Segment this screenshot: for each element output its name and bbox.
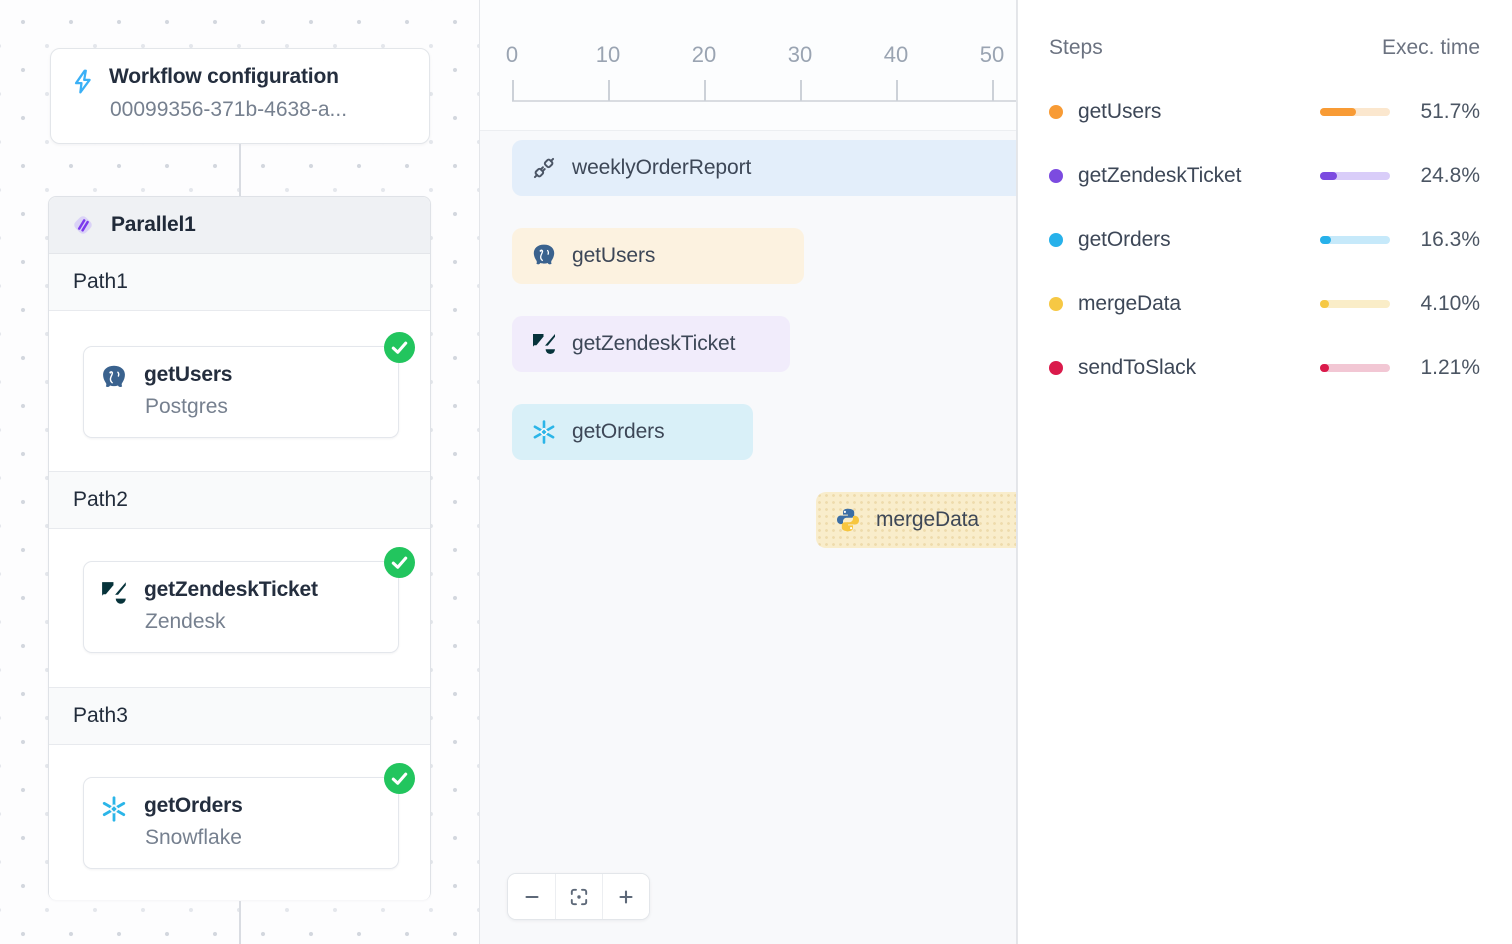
step-name: getZendeskTicket — [1078, 164, 1242, 187]
axis-tick-label: 20 — [691, 42, 717, 67]
legend-header: Steps Exec. time — [1018, 0, 1512, 60]
axis-tick — [896, 80, 898, 101]
lightning-icon — [74, 69, 91, 94]
step-name: mergeData — [1078, 292, 1181, 315]
step-name: getUsers — [1078, 100, 1162, 123]
bar-label: mergeData — [876, 508, 979, 531]
steps-header: Steps — [1049, 36, 1103, 59]
axis-tick-label: 10 — [595, 42, 621, 67]
fit-view-button[interactable] — [555, 874, 602, 919]
success-check-icon — [384, 547, 415, 578]
step-node-getzendeskticket[interactable]: getZendeskTicket Zendesk — [83, 547, 415, 653]
workflow-config-id: 00099356-371b-4638-a... — [110, 98, 348, 121]
timeline-bar-getzendeskticket[interactable]: getZendeskTicket — [512, 316, 790, 372]
exec-time-header: Exec. time — [1381, 36, 1480, 59]
axis-tick — [800, 80, 802, 101]
step-integration: Snowflake — [145, 826, 242, 849]
exec-time-bar — [1320, 172, 1390, 180]
exec-time-bar — [1320, 236, 1390, 244]
step-color-dot — [1049, 361, 1063, 375]
ruler-line — [512, 100, 1016, 102]
success-check-icon — [384, 763, 415, 794]
step-name: getZendeskTicket — [144, 578, 318, 601]
step-name: getUsers — [144, 363, 233, 386]
execution-timeline[interactable]: 0 10 20 30 40 50 weeklyOrderReport getUs… — [480, 0, 1017, 944]
parallel-node-header[interactable]: Parallel1 — [49, 197, 430, 254]
path2-header: Path2 — [49, 472, 430, 529]
flow-canvas[interactable]: Workflow configuration 00099356-371b-463… — [0, 0, 480, 944]
timeline-bar-getusers[interactable]: getUsers — [512, 228, 804, 284]
axis-tick-label: 30 — [787, 42, 813, 67]
timeline-bar-mergedata[interactable]: mergeData — [816, 492, 1016, 548]
timeline-zoom-controls — [507, 873, 650, 920]
exec-time-bar — [1320, 108, 1390, 116]
path1-body: getUsers Postgres — [49, 311, 430, 472]
axis-tick — [608, 80, 610, 101]
step-color-dot — [1049, 297, 1063, 311]
exec-time-pct: 24.8% — [1420, 164, 1480, 187]
axis-tick — [704, 80, 706, 101]
step-node-getorders[interactable]: getOrders Snowflake — [83, 763, 415, 869]
connector-line — [239, 144, 241, 196]
plug-icon — [531, 155, 557, 181]
axis-tick-label: 40 — [883, 42, 909, 67]
parallel-branches-icon — [71, 213, 95, 237]
axis-tick-label: 0 — [505, 42, 519, 67]
steps-legend-panel: Steps Exec. time getUsers 51.7% getZende… — [1017, 0, 1512, 944]
zendesk-icon — [533, 334, 555, 354]
legend-rows: getUsers 51.7% getZendeskTicket 24.8% ge… — [1018, 80, 1512, 400]
step-name: getOrders — [1078, 228, 1171, 251]
bar-label: getZendeskTicket — [572, 332, 736, 355]
bar-label: weeklyOrderReport — [572, 156, 752, 179]
parallel-node-label: Parallel1 — [111, 213, 196, 236]
fit-view-icon — [570, 888, 588, 905]
postgres-icon — [102, 365, 126, 388]
path3-header: Path3 — [49, 688, 430, 745]
legend-row-getorders[interactable]: getOrders 16.3% — [1018, 208, 1512, 272]
exec-time-pct: 1.21% — [1420, 356, 1480, 379]
axis-tick — [992, 80, 994, 101]
snowflake-icon — [533, 420, 555, 444]
workflow-config-title: Workflow configuration — [109, 65, 339, 88]
parallel-container: Parallel1 Path1 getUsers Postgres Path2 … — [48, 196, 431, 900]
timeline-ruler: 0 10 20 30 40 50 — [480, 0, 1016, 131]
path2-body: getZendeskTicket Zendesk — [49, 529, 430, 688]
zoom-out-button[interactable] — [508, 874, 555, 919]
path3-body: getOrders Snowflake — [49, 745, 430, 900]
exec-time-pct: 51.7% — [1420, 100, 1480, 123]
zendesk-icon — [102, 582, 126, 604]
legend-row-mergedata[interactable]: mergeData 4.10% — [1018, 272, 1512, 336]
snowflake-icon — [102, 796, 126, 822]
timeline-bar-getorders[interactable]: getOrders — [512, 404, 753, 460]
step-color-dot — [1049, 105, 1063, 119]
step-node-getusers[interactable]: getUsers Postgres — [83, 332, 415, 438]
success-check-icon — [384, 332, 415, 363]
axis-tick — [512, 80, 514, 101]
exec-time-bar — [1320, 364, 1390, 372]
step-color-dot — [1049, 233, 1063, 247]
legend-row-getzendeskticket[interactable]: getZendeskTicket 24.8% — [1018, 144, 1512, 208]
exec-time-pct: 4.10% — [1420, 292, 1480, 315]
step-color-dot — [1049, 169, 1063, 183]
legend-row-getusers[interactable]: getUsers 51.7% — [1018, 80, 1512, 144]
legend-row-sendtoslack[interactable]: sendToSlack 1.21% — [1018, 336, 1512, 400]
exec-time-pct: 16.3% — [1420, 228, 1480, 251]
step-name: getOrders — [144, 794, 243, 817]
python-icon — [837, 508, 859, 532]
step-integration: Postgres — [145, 395, 228, 418]
plus-icon — [619, 889, 633, 904]
step-name: sendToSlack — [1078, 356, 1196, 379]
postgres-icon — [533, 243, 555, 266]
connector-line — [239, 901, 241, 944]
step-integration: Zendesk — [145, 610, 226, 633]
workflow-config-node[interactable]: Workflow configuration 00099356-371b-463… — [50, 48, 430, 144]
exec-time-bar — [1320, 300, 1390, 308]
zoom-in-button[interactable] — [602, 874, 649, 919]
bar-label: getOrders — [572, 420, 665, 443]
timeline-bar-weeklyorderreport[interactable]: weeklyOrderReport — [512, 140, 1016, 196]
axis-tick-label: 50 — [979, 42, 1005, 67]
path1-header: Path1 — [49, 254, 430, 311]
bar-label: getUsers — [572, 244, 656, 267]
minus-icon — [524, 895, 539, 898]
